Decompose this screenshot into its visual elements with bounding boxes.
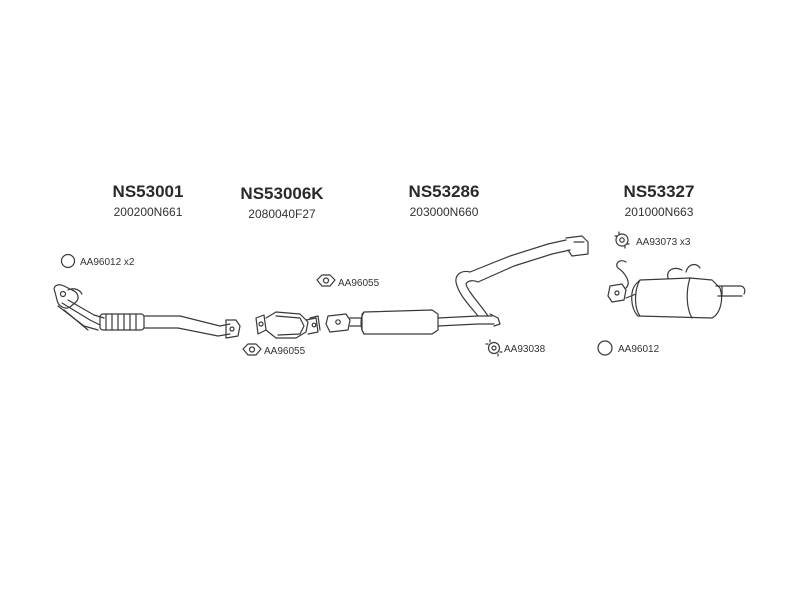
rubber-hanger-icon: [485, 339, 503, 357]
ring-gasket-icon: [597, 340, 613, 356]
part-code-front-pipe[interactable]: NS53001: [112, 182, 184, 201]
front-pipe-part[interactable]: [53, 284, 241, 339]
rubber-hanger-icon: [614, 231, 630, 249]
fitting-label-middle-hanger: AA93038: [504, 344, 546, 355]
fitting-label-rear-hanger: AA93073 x3: [636, 237, 691, 248]
flange-gasket-icon: [242, 343, 262, 356]
part-ref-catalytic-converter: 2080040F27: [248, 207, 316, 221]
fitting-label-flange-gasket-lower: AA96055: [264, 346, 306, 357]
fitting-label-front-gasket: AA96012 x2: [80, 257, 135, 268]
ring-gasket-icon: [60, 253, 76, 269]
fitting-label-flange-gasket-upper: AA96055: [338, 278, 380, 289]
part-code-middle-silencer[interactable]: NS53286: [408, 182, 480, 201]
part-ref-rear-silencer: 201000N663: [624, 205, 694, 219]
flange-gasket-icon: [316, 274, 336, 287]
fitting-label-rear-gasket: AA96012: [618, 344, 660, 355]
part-ref-front-pipe: 200200N661: [113, 205, 183, 219]
part-code-rear-silencer[interactable]: NS53327: [623, 182, 695, 201]
catalytic-converter-part[interactable]: [255, 311, 321, 339]
part-code-catalytic-converter[interactable]: NS53006K: [240, 184, 324, 203]
rear-silencer-part[interactable]: [607, 260, 746, 319]
middle-silencer-part[interactable]: [325, 235, 589, 335]
part-ref-middle-silencer: 203000N660: [409, 205, 479, 219]
